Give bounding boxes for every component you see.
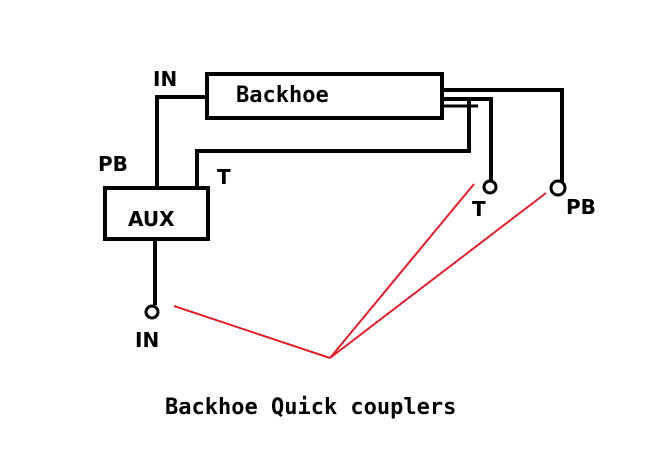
label-pb-right: PB bbox=[566, 195, 596, 219]
pointer-line-t bbox=[329, 183, 475, 359]
label-in-bottom: IN bbox=[135, 328, 159, 352]
backhoe-pb-line bbox=[442, 88, 564, 182]
t-coupler bbox=[482, 179, 498, 195]
diagram-title: Backhoe Quick couplers bbox=[165, 395, 456, 420]
label-t-right: T bbox=[472, 197, 486, 221]
aux-label: AUX bbox=[128, 207, 175, 231]
label-t-mid: T bbox=[217, 165, 231, 189]
label-pb-left: PB bbox=[98, 152, 128, 176]
pointer-line-in bbox=[173, 305, 331, 359]
backhoe-label: Backhoe bbox=[236, 83, 329, 108]
label-in-top: IN bbox=[153, 67, 177, 91]
in-coupler bbox=[144, 304, 160, 320]
backhoe-t-line bbox=[442, 97, 493, 180]
pointer-line-pb bbox=[329, 192, 547, 359]
pb-coupler bbox=[549, 179, 567, 197]
t-return-line bbox=[195, 97, 471, 188]
in-line bbox=[155, 95, 207, 188]
